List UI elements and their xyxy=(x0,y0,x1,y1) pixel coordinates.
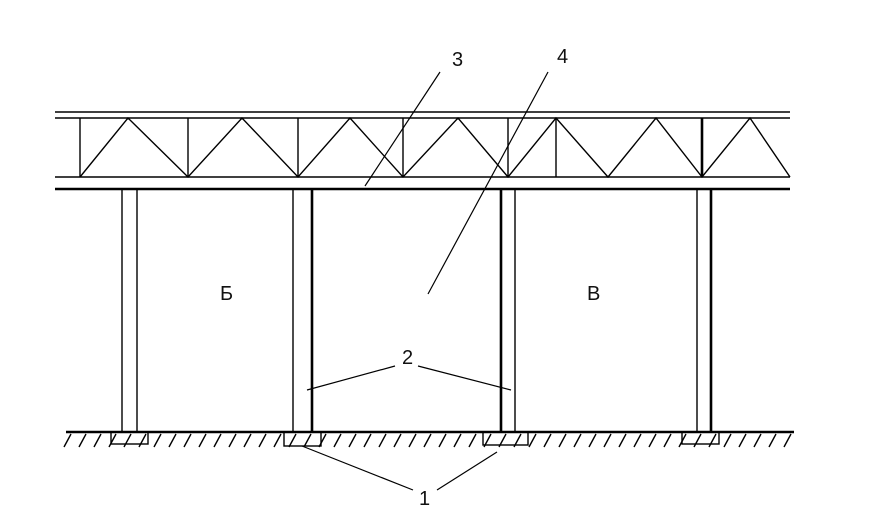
ground-hatch-line xyxy=(378,433,387,448)
label-opening: 4 xyxy=(557,46,568,68)
label-bay-left: Б xyxy=(220,283,233,305)
ground-hatch-line xyxy=(153,433,162,448)
ground-hatch-line xyxy=(708,433,717,448)
ground-hatch-line xyxy=(273,433,282,448)
ground-hatch-line xyxy=(438,433,447,448)
ground-hatch-line xyxy=(228,433,237,448)
column-3 xyxy=(500,188,516,433)
label-foundation: 1 xyxy=(419,488,430,510)
leader-lines xyxy=(301,71,549,491)
ground-hatch-line xyxy=(363,433,372,448)
ground-hatch-line xyxy=(258,433,267,448)
ground-hatch-line xyxy=(603,433,612,448)
ground-hatch-line xyxy=(468,433,477,448)
foundation-1 xyxy=(110,431,149,445)
ground-hatch-line xyxy=(723,433,732,448)
ground-hatch-line xyxy=(183,433,192,448)
ground-hatch-line xyxy=(243,433,252,448)
ground-hatch-line xyxy=(198,433,207,448)
ground-hatch-line xyxy=(408,433,417,448)
ground xyxy=(63,430,794,448)
ground-hatch-line xyxy=(78,433,87,448)
ground-hatch-line xyxy=(288,433,297,448)
ground-hatch-line xyxy=(348,433,357,448)
ground-hatch-line xyxy=(648,433,657,448)
label-beam: 3 xyxy=(452,49,463,71)
ground-hatch-line xyxy=(573,433,582,448)
label-columns: 2 xyxy=(402,347,413,369)
ground-hatch-line xyxy=(423,433,432,448)
foundation-3 xyxy=(482,431,529,446)
ground-hatch-line xyxy=(303,433,312,448)
ground-hatch-line xyxy=(618,433,627,448)
ground-hatch-line xyxy=(213,433,222,448)
column-2 xyxy=(292,188,313,433)
label-bay-right: В xyxy=(587,283,600,305)
ground-hatch-line xyxy=(333,433,342,448)
ground-hatch-line xyxy=(318,433,327,448)
ground-hatch-line xyxy=(693,433,702,448)
columns xyxy=(121,188,713,433)
ground-hatch-line xyxy=(93,433,102,448)
foundation-4 xyxy=(681,431,720,445)
ground-hatch-line xyxy=(543,433,552,448)
ground-hatch-line xyxy=(138,433,147,448)
ground-hatch-line xyxy=(633,433,642,448)
ground-hatch-line xyxy=(558,433,567,448)
ground-hatch-line xyxy=(783,433,792,448)
roof-truss xyxy=(55,111,791,191)
ground-hatch-line xyxy=(108,433,117,448)
ground-hatch-line xyxy=(753,433,762,448)
ground-hatch-line xyxy=(663,433,672,448)
foundation-2 xyxy=(283,431,322,447)
ground-hatch-line xyxy=(63,433,72,448)
column-4 xyxy=(696,188,712,433)
ground-hatch-line xyxy=(768,433,777,448)
ground-hatch-line xyxy=(588,433,597,448)
ground-hatch-line xyxy=(168,433,177,448)
ground-hatch-line xyxy=(528,433,537,448)
ground-hatch-line xyxy=(738,433,747,448)
ground-hatch-line xyxy=(453,433,462,448)
column-1 xyxy=(121,188,138,433)
ground-hatch-line xyxy=(393,433,402,448)
foundations xyxy=(110,431,720,447)
ground-hatch-line xyxy=(123,433,132,448)
